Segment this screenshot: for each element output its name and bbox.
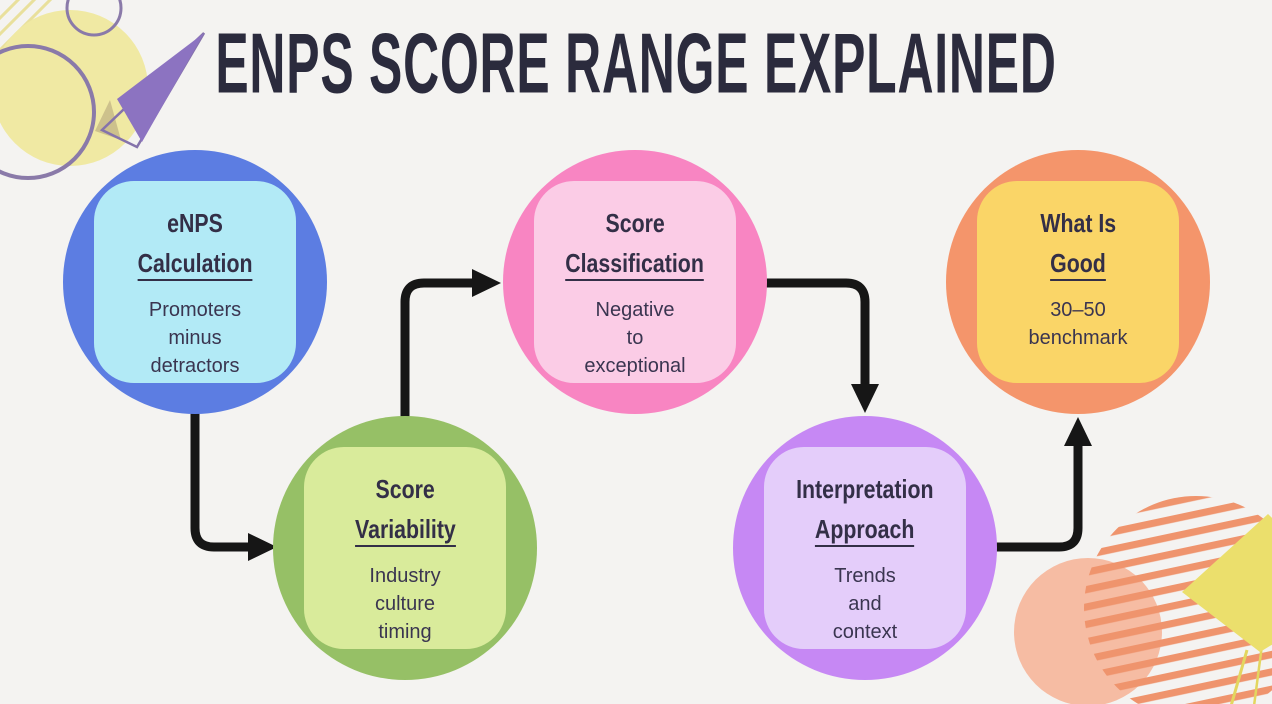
node-body: Promoters minus detractors [149, 296, 241, 380]
underlined-text: Calculation [137, 248, 253, 281]
node-title-line1: What Is [1040, 208, 1116, 238]
node-title-line2: Variability [354, 509, 456, 549]
node-body: Trends and context [833, 562, 897, 646]
node-panel: eNPS Calculation Promoters minus detract… [94, 181, 296, 383]
arrowhead-down-icon [851, 384, 879, 413]
node-title-line2: Good [1050, 243, 1106, 283]
yellow-kite-icon [1182, 514, 1272, 704]
body-line: context [832, 621, 898, 643]
underlined-text: Approach [815, 514, 915, 547]
body-line: minus [168, 327, 222, 349]
body-line: exceptional [584, 355, 686, 377]
node-enps-calculation: eNPS Calculation Promoters minus detract… [63, 150, 327, 414]
arrowhead-up-icon [1064, 417, 1092, 446]
arrow-calculation-to-variability [190, 408, 249, 552]
node-what-is-good: What Is Good 30–50 benchmark [946, 150, 1210, 414]
striped-circle-icon [1084, 496, 1272, 704]
node-score-variability: Score Variability Industry culture timin… [273, 416, 537, 680]
node-title-line1: eNPS [167, 208, 223, 238]
node-title-line2: Classification [565, 243, 705, 283]
large-ring-icon [0, 44, 96, 180]
arrowhead-right-2-icon [472, 269, 501, 297]
body-line: Trends [834, 565, 896, 587]
node-title-line2: Calculation [137, 243, 253, 283]
node-title-line1: Score [375, 474, 435, 504]
node-panel: What Is Good 30–50 benchmark [977, 181, 1179, 383]
underlined-text: Variability [354, 514, 456, 547]
body-line: 30–50 [1050, 299, 1106, 321]
paper-plane-icon [95, 32, 206, 149]
page-title: ENPS SCORE RANGE EXPLAINED [215, 14, 1057, 112]
node-body: Negative to exceptional [584, 296, 685, 380]
body-line: Industry [369, 565, 441, 587]
node-panel: Score Variability Industry culture timin… [304, 447, 506, 649]
node-title-line1: Score [605, 208, 665, 238]
body-line: benchmark [1028, 327, 1128, 349]
node-score-classification: Score Classification Negative to excepti… [503, 150, 767, 414]
node-title-line1: Interpretation [796, 474, 934, 504]
node-title-line2: Approach [815, 509, 915, 549]
node-panel: Interpretation Approach Trends and conte… [764, 447, 966, 649]
arrow-variability-to-classification [400, 278, 473, 418]
body-line: to [626, 327, 644, 349]
node-interpretation-approach: Interpretation Approach Trends and conte… [733, 416, 997, 680]
body-line: Negative [595, 299, 675, 321]
node-body: Industry culture timing [369, 562, 440, 646]
arrowhead-right-1-icon [248, 533, 277, 561]
body-line: timing [378, 621, 432, 643]
body-line: detractors [150, 355, 240, 377]
node-body: 30–50 benchmark [1029, 296, 1128, 352]
arrow-classification-to-interpretation [764, 278, 870, 385]
body-line: and [848, 593, 882, 615]
body-line: culture [374, 593, 436, 615]
small-ring-icon [65, 0, 123, 37]
underlined-text: Classification [565, 248, 705, 281]
underlined-text: Good [1050, 248, 1106, 281]
body-line: Promoters [148, 299, 242, 321]
arrow-interpretation-to-good [994, 445, 1083, 552]
node-panel: Score Classification Negative to excepti… [534, 181, 736, 383]
